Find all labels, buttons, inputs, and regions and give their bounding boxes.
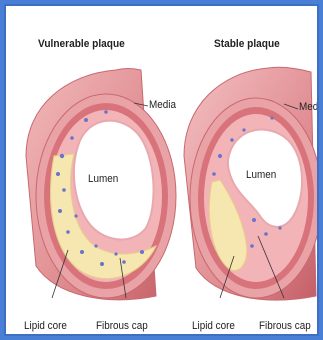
vulnerable-plaque-title: Vulnerable plaque (38, 38, 125, 50)
stable-fibrous-cap-label: Fibrous cap (259, 320, 311, 332)
vulnerable-fibrous-cap-label: Fibrous cap (96, 320, 148, 332)
stable-media-label: Media (299, 101, 319, 113)
vulnerable-lipid-core-label: Lipid core (24, 320, 67, 332)
stable-lipid-core-label: Lipid core (192, 320, 235, 332)
figure-frame: Vulnerable plaque Stable plaque Media Lu… (4, 4, 319, 336)
vulnerable-lumen-label: Lumen (88, 173, 118, 185)
vulnerable-media-label: Media (149, 99, 176, 111)
stable-plaque-title: Stable plaque (214, 38, 280, 50)
stable-lumen-label: Lumen (246, 169, 276, 181)
